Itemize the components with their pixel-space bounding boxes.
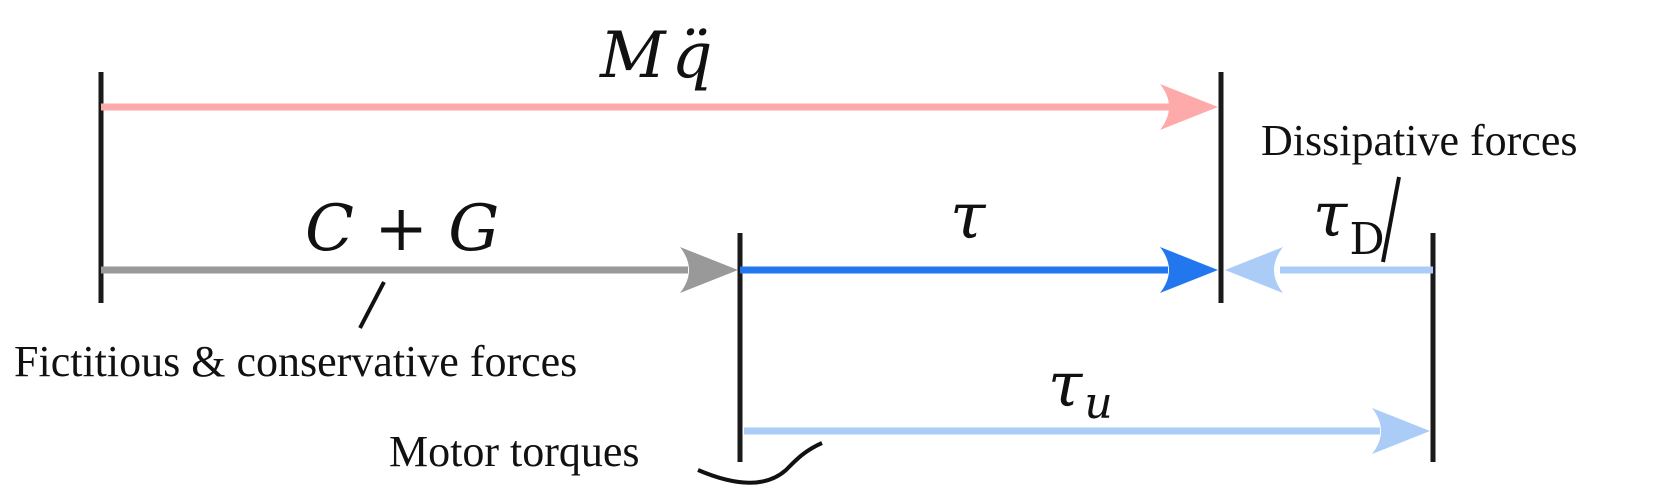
tau-motor-arrow <box>744 408 1430 454</box>
coriolis-gravity-arrow <box>101 247 738 293</box>
dissipative-leader-line <box>1381 176 1401 263</box>
dissipative-forces-label: Dissipative forces <box>1261 116 1577 165</box>
tau-dissipative-term: τD <box>1313 178 1385 265</box>
tau-dissipative-arrow <box>1225 247 1433 293</box>
mass-accel-term: Mq̈ <box>599 19 713 93</box>
tau-arrow <box>740 247 1218 293</box>
motor-torques-label: Motor torques <box>389 427 640 476</box>
mass-accel-arrow <box>101 84 1218 130</box>
fictitious-conservative-forces-label: Fictitious & conservative forces <box>14 337 577 386</box>
fictitious-leader-line <box>358 281 386 329</box>
tau-term: τ <box>950 180 987 254</box>
motor-leader-line <box>697 441 823 485</box>
coriolis-gravity-term: C + G <box>305 192 499 266</box>
tau-motor-term: τu <box>1048 348 1113 429</box>
